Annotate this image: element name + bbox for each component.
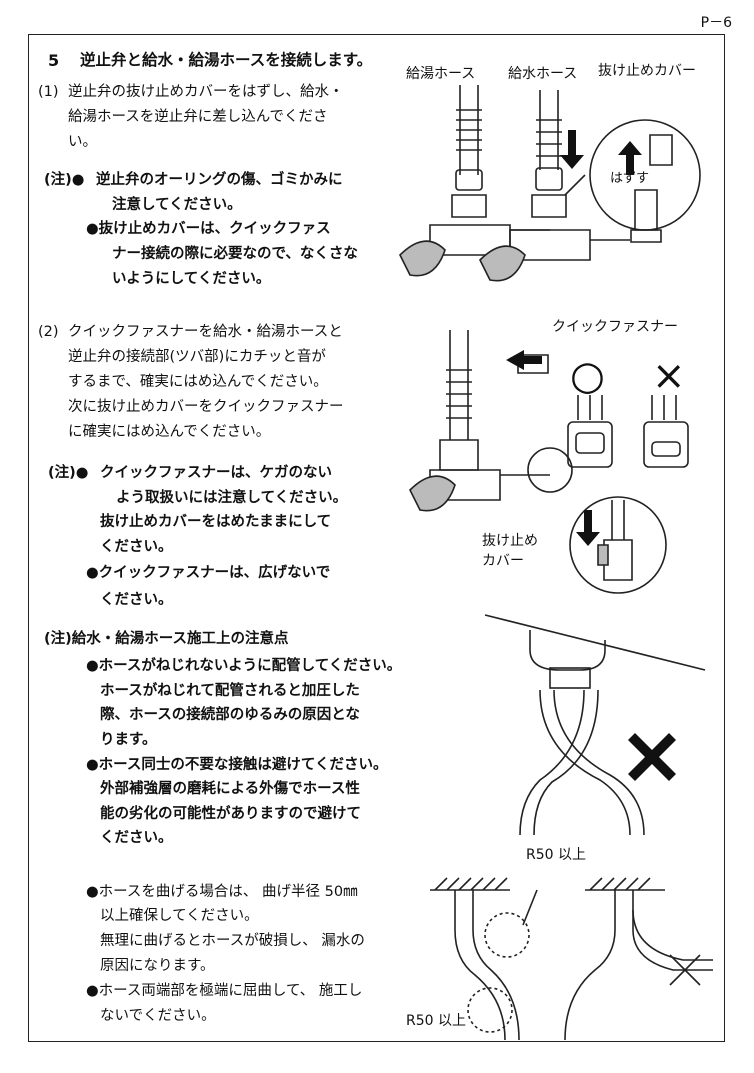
note2-line-6: ください。 [100, 592, 173, 608]
note2-line-4: ください。 [100, 539, 173, 555]
note1-line-5: いようにしてください。 [112, 271, 271, 287]
note1-line-1: 逆止弁のオーリングの傷、ゴミかみに [96, 172, 343, 188]
sub2-line-4: 次に抜け止めカバーをクイックファスナー [68, 399, 344, 415]
note3-line-5: ●ホース同士の不要な接触は避けてください。 [86, 757, 388, 773]
note4-line-2: 以上確保してください。 [100, 908, 259, 924]
fig2-fastener-label: クイックファスナー [552, 319, 678, 335]
note3-title: (注)給水・給湯ホース施工上の注意点 [44, 631, 289, 647]
fig1-valve-illustration [399, 85, 701, 282]
note3-line-4: ります。 [100, 732, 157, 748]
note1-marker: (注)● [44, 172, 85, 188]
note3-line-8: ください。 [100, 830, 173, 846]
sub1-marker: (1) [38, 84, 59, 100]
fig4-r50-top-label: R50 以上 [526, 847, 586, 863]
note3-line-1: ●ホースがねじれないように配管してください。 [86, 658, 402, 674]
sub2-line-2: 逆止弁の接続部(ツバ部)にカチッと音が [68, 349, 326, 365]
fig4-r50-bottom-label: R50 以上 [406, 1013, 466, 1029]
note4-line-5: ●ホース両端部を極端に屈曲して、 施工し [86, 983, 363, 999]
fig3-twisted-hose-illustration [484, 614, 706, 836]
fig1-cold-hose-label: 給水ホース [508, 66, 578, 82]
sub2-line-1: クイックファスナーを給水・給湯ホースと [68, 324, 343, 340]
step-number: 5 [48, 51, 60, 70]
note3-line-3: 際、ホースの接続部のゆるみの原因とな [100, 707, 360, 723]
note1-line-4: ナー接続の際に必要なので、なくさな [112, 246, 358, 262]
sub1-line-3: い。 [68, 134, 97, 150]
note2-line-1: クイックファスナーは、ケガのない [100, 465, 332, 481]
fig1-remove-label: はずす [610, 171, 650, 186]
note4-line-3: 無理に曲げるとホースが破損し、 漏水の [100, 933, 365, 949]
note4-line-4: 原因になります。 [100, 958, 215, 974]
fig2-ok-mark: ○ [570, 353, 605, 399]
note4-line-6: ないでください。 [100, 1008, 216, 1024]
page-number: P－6 [700, 15, 732, 31]
fig2-fastener-illustration [409, 330, 689, 594]
note3-line-2: ホースがねじれて配管されると加圧した [100, 683, 360, 699]
fig2-cover-label-line1: 抜け止め [482, 533, 538, 549]
note2-marker: (注)● [48, 465, 89, 481]
sub2-line-3: するまで、確実にはめ込んでください。 [68, 374, 328, 390]
content-frame [28, 34, 725, 1042]
step-title: 逆止弁と給水・給湯ホースを接続します。 [80, 51, 373, 69]
sub1-line-2: 給湯ホースを逆止弁に差し込んでくださ [68, 109, 328, 125]
note3-line-6: 外部補強層の磨耗による外傷でホース性 [100, 781, 360, 797]
sub2-marker: (2) [38, 324, 59, 340]
fig1-cover-label: 抜け止めカバー [598, 63, 696, 79]
sub2-line-5: に確実にはめ込んでください。 [68, 424, 271, 440]
fig4-bend-radius-illustration [430, 877, 713, 1041]
sub1-line-1: 逆止弁の抜け止めカバーをはずし、給水・ [68, 84, 344, 100]
fig2-cover-label-line2: カバー [482, 553, 524, 569]
fig2-ng-mark: × [652, 353, 686, 399]
note2-line-2: よう取扱いには注意してください。 [116, 490, 348, 506]
note3-line-7: 能の劣化の可能性がありますので避けて [100, 806, 361, 822]
note2-line-5: ●クイックファスナーは、広げないで [86, 565, 331, 581]
note1-line-2: 注意してください。 [112, 197, 242, 213]
note4-line-1: ●ホースを曲げる場合は、 曲げ半径 50㎜ [86, 884, 358, 900]
note1-line-3: ●抜け止めカバーは、クイックファス [86, 221, 331, 237]
note2-line-3: 抜け止めカバーをはめたままにして [100, 514, 332, 530]
fig1-hot-hose-label: 給湯ホース [406, 66, 476, 82]
